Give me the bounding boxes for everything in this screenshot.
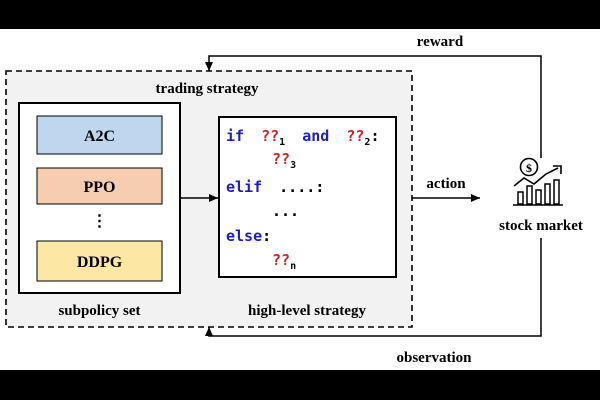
action-label: action [426,176,466,192]
code-colon-3: : [262,227,271,245]
code-subscript-3: 3 [290,160,296,171]
chart-bar-icon-4 [544,183,551,205]
code-placeholder-3: ?? [272,150,290,168]
code-placeholder-2: ?? [346,127,364,145]
code-line-2: ??3 [272,150,296,171]
observation-arrow [205,238,542,337]
code-line-5: else: [226,227,271,245]
code-keyword-and: and [302,127,329,145]
chart-bar-icon-1 [517,191,524,205]
stock-market-icon: $ [513,157,563,206]
subpolicy-a2c-box[interactable] [36,115,163,155]
code-keyword-elif: elif [226,178,262,196]
high-level-strategy-box [218,116,397,278]
subpolicy-ddpg-box[interactable] [36,240,163,282]
code-placeholder-n: ?? [272,251,290,269]
subpolicy-ppo-label: PPO [84,179,116,196]
subpolicy-ellipsis: ⋮ [92,213,108,230]
reward-label: reward [417,34,464,50]
subpolicy-a2c-label: A2C [84,128,115,145]
stock-market-label: stock market [499,218,583,234]
code-keyword-if: if [226,127,244,145]
code-line-6: ??n [272,251,296,272]
code-placeholder-1: ?? [261,127,279,145]
subpolicy-set-label: subpolicy set [58,303,140,319]
code-colon-1: : [370,127,379,145]
code-keyword-else: else [226,227,262,245]
subpolicy-ddpg-label: DDPG [77,254,123,271]
chart-bar-icon-2 [526,185,533,205]
trading-strategy-label: trading strategy [156,81,259,97]
dollar-sign: $ [526,161,532,175]
code-line-1: if ??1 and ??2: [226,127,379,149]
code-colon-2: : [315,178,324,196]
code-elif-condition: .... [279,178,315,196]
code-line-4: ... [272,202,299,220]
code-line-3: elif ....: [226,178,324,196]
chart-bar-icon-3 [535,189,542,205]
trend-line-icon [513,167,559,187]
dollar-coin-icon [519,157,539,177]
reward-arrow [205,55,542,158]
trend-arrow-icon [553,165,562,174]
code-subscript-1: 1 [279,137,285,148]
high-level-strategy-label: high-level strategy [248,303,366,319]
observation-label: observation [397,350,473,366]
chart-bar-icon-5 [553,179,560,205]
subpolicy-ppo-box[interactable] [36,167,163,205]
code-subscript-2: 2 [364,137,370,148]
strategy-code: if ??1 and ??2: ??3 elif ....: ... else:… [226,127,379,272]
code-subscript-n: n [290,261,296,272]
